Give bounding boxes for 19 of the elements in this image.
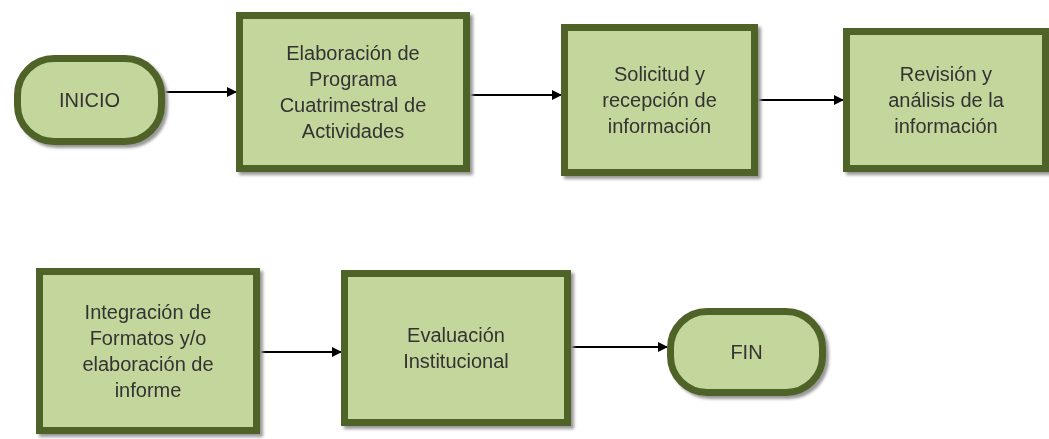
terminal-shape — [667, 308, 826, 396]
arrow — [469, 90, 562, 100]
node-label: Revisión y análisis de la información — [887, 62, 1005, 139]
process-box — [236, 12, 470, 172]
process-box — [843, 28, 1049, 172]
node-label: Integración de Formatos y/o elaboración de informe — [81, 300, 215, 403]
arrow — [259, 347, 342, 357]
arrow — [757, 95, 844, 105]
arrow — [570, 342, 668, 352]
process-box — [36, 268, 260, 434]
arrow — [164, 87, 237, 97]
node-label: Elaboración de Programa Cuatrimestral de Actividades — [278, 41, 428, 144]
node-label: Evaluación Institucional — [402, 323, 510, 374]
node-label: Solicitud y recepción de información — [601, 62, 718, 139]
node-label: INICIO — [58, 88, 121, 113]
terminal-shape — [14, 55, 165, 145]
process-box — [561, 24, 758, 176]
process-box — [341, 270, 571, 426]
node-label: FIN — [730, 340, 763, 365]
